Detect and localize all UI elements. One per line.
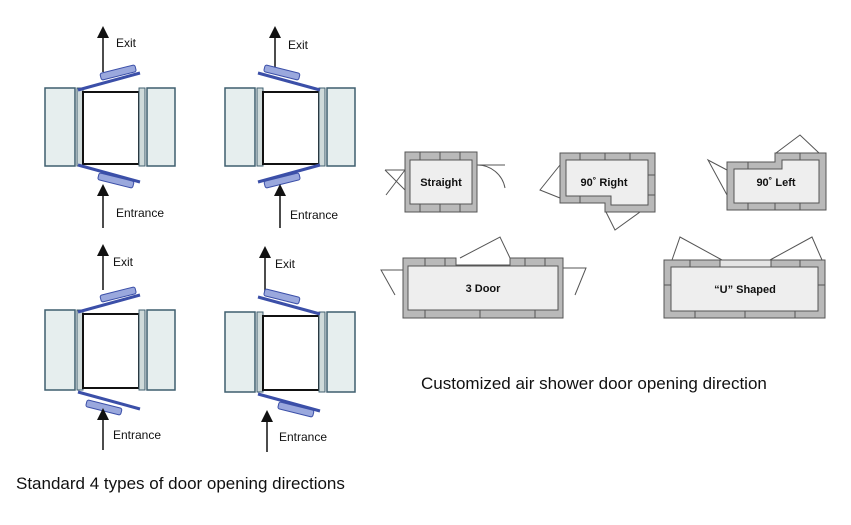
room-label: 90˚ Right [580, 177, 627, 189]
room-90-right: 90˚ Right [539, 152, 656, 231]
exit-label: Exit [275, 257, 296, 271]
room-label: Straight [420, 177, 462, 189]
exit-label: Exit [116, 36, 137, 50]
standard-unit-3: Exit Entrance [44, 244, 176, 450]
exit-label: Exit [288, 38, 309, 52]
customized-caption: Customized air shower door opening direc… [421, 374, 767, 393]
air-shower-unit [44, 286, 176, 416]
entrance-label: Entrance [116, 206, 164, 220]
room-u-shaped: “U” Shaped [663, 236, 826, 319]
room-label: 3 Door [466, 283, 502, 295]
air-shower-unit [44, 64, 176, 189]
standard-caption: Standard 4 types of door opening directi… [16, 474, 345, 493]
room-3-door: 3 Door [380, 236, 587, 319]
room-90-left: 90˚ Left [706, 134, 827, 211]
entrance-label: Entrance [279, 430, 327, 444]
standard-unit-1: Exit Entrance [44, 26, 176, 228]
room-label: 90˚ Left [756, 177, 795, 189]
room-straight: Straight [384, 151, 506, 213]
entrance-label: Entrance [113, 428, 161, 442]
room-label: “U” Shaped [714, 284, 776, 296]
entrance-label: Entrance [290, 208, 338, 222]
air-shower-unit [224, 64, 356, 189]
standard-unit-4: Exit Entrance [224, 246, 356, 452]
standard-unit-2: Exit Entrance [224, 26, 356, 228]
exit-label: Exit [113, 255, 134, 269]
air-shower-unit [224, 288, 356, 418]
